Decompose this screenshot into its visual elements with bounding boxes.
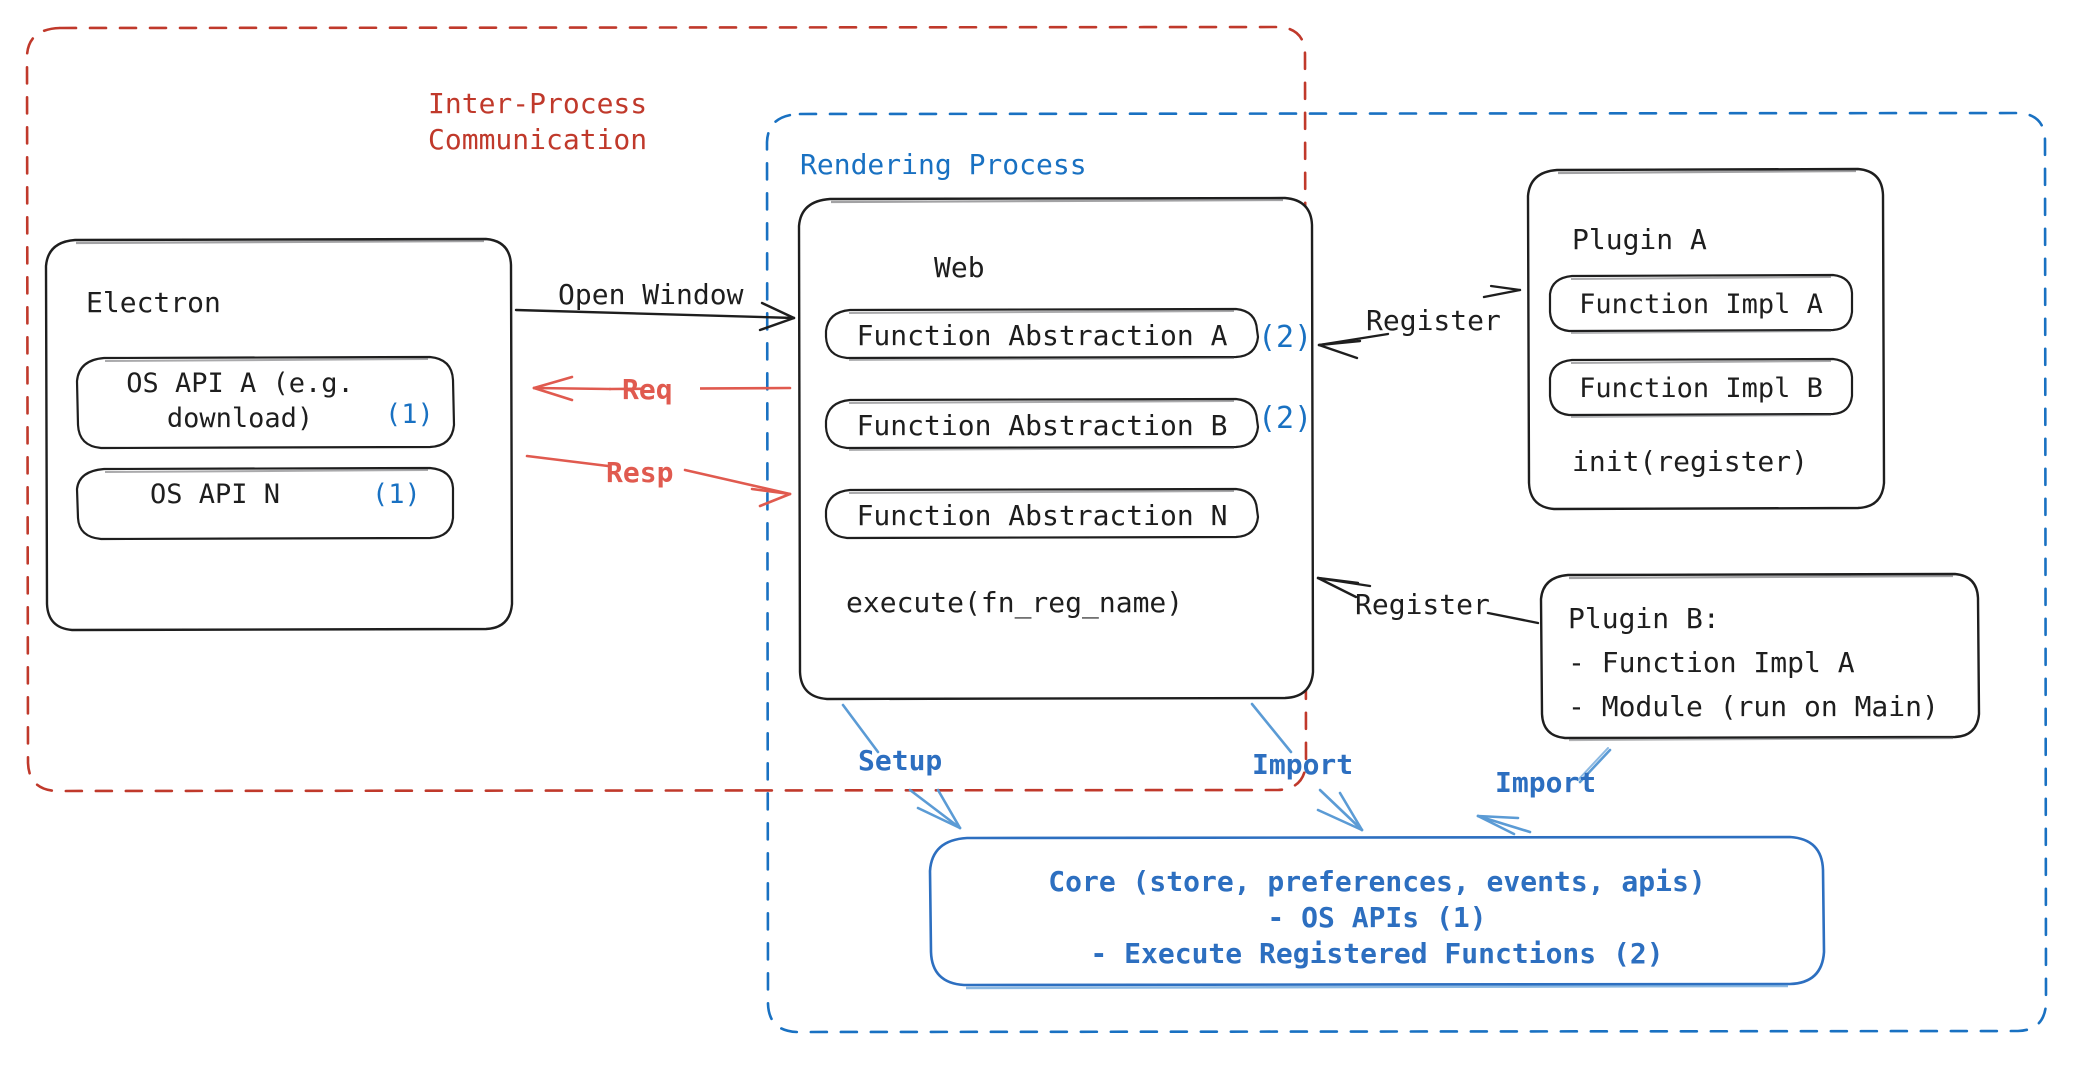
function-abstraction-b-box [824,397,1260,451]
os-api-n-box [75,466,455,541]
function-impl-b-label: Function Impl B [1579,373,1823,404]
electron-title: Electron [86,286,221,319]
edge-import-plugin-b [1476,747,1612,836]
function-abstraction-n-box [824,487,1260,540]
function-abstraction-b-marker: (2) [1258,401,1313,436]
function-abstraction-a-label: Function Abstraction A [856,319,1228,352]
edge-resp [525,454,792,508]
os-api-n-marker: (1) [372,479,421,510]
group-rendering-border [765,111,2048,1034]
function-abstraction-a-box [824,307,1260,361]
edge-open-window [514,301,796,332]
plugin-b-line-0: Plugin B: [1568,602,1720,635]
os-api-a-label: OS API A (e.g. download) [126,368,354,434]
function-impl-a-box [1548,273,1854,334]
edge-label-register-bottom: Register [1355,588,1490,621]
core-line-2: - Execute Registered Functions (2) [1090,937,1664,970]
os-api-a-box [75,355,456,450]
edge-register-bottom [1316,576,1540,625]
web-title: Web [934,251,985,284]
edge-label-register-top: Register [1366,304,1501,337]
os-api-a-marker: (1) [385,399,434,430]
edge-label-setup: Setup [858,744,943,777]
edge-label-import-web: Import [1252,748,1354,781]
edge-req [532,375,792,402]
function-impl-b-box [1548,357,1854,418]
group-ipc-border [25,25,1308,793]
core-line-0: Core (store, preferences, events, apis) [1048,865,1706,898]
core-line-1: - OS APIs (1) [1267,901,1487,934]
plugin-a-init-label: init(register) [1572,445,1809,478]
function-abstraction-n-label: Function Abstraction N [856,499,1228,532]
edge-label-req: Req [622,373,673,406]
plugin-b-box [1539,572,1981,742]
function-abstraction-b-label: Function Abstraction B [856,409,1228,442]
plugin-b-line-2: - Module (run on Main) [1568,690,1939,723]
edge-label-resp: Resp [606,456,674,489]
core-box [928,835,1826,990]
plugin-b-line-1: - Function Impl A [1568,646,1855,679]
edge-label-import-plugin-b: Import [1495,766,1597,799]
function-impl-a-label: Function Impl A [1579,289,1823,320]
plugin-a-title: Plugin A [1572,223,1707,256]
group-label-rendering-process: Rendering Process [800,148,1087,181]
plugin-a-box [1526,167,1886,511]
web-execute-label: execute(fn_reg_name) [846,586,1184,619]
edge-setup [841,703,962,830]
edge-import-web [1250,702,1364,832]
edge-label-open-window: Open Window [558,278,744,311]
edge-register-top [1317,284,1522,360]
group-label-ipc: Inter-Process Communication [428,87,648,156]
os-api-n-label: OS API N [149,479,281,510]
function-abstraction-a-marker: (2) [1258,320,1313,355]
